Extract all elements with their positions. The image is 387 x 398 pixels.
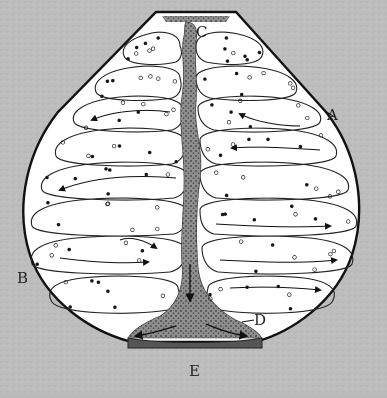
particle: [69, 306, 72, 309]
label-a: A: [327, 106, 338, 124]
particle: [107, 193, 110, 196]
label-e: E: [189, 362, 200, 380]
particle: [253, 218, 256, 221]
particle: [106, 80, 109, 83]
particle: [299, 145, 302, 148]
particle: [267, 138, 270, 141]
particle: [74, 177, 77, 180]
particle: [144, 42, 147, 45]
particle: [255, 270, 258, 273]
particle: [226, 60, 229, 63]
particle: [118, 119, 121, 122]
particle: [230, 111, 233, 114]
particle: [225, 37, 228, 40]
particle: [137, 111, 140, 114]
particle: [91, 280, 94, 283]
particle: [47, 201, 50, 204]
particle: [246, 58, 249, 61]
particle: [244, 55, 247, 58]
particle: [209, 293, 212, 296]
particle: [91, 155, 94, 158]
particle: [240, 93, 243, 96]
label-b: B: [17, 269, 28, 287]
particle: [145, 173, 148, 176]
particle: [235, 72, 238, 75]
particle: [105, 168, 108, 171]
particle: [290, 205, 293, 208]
particle: [101, 95, 104, 98]
particle: [204, 78, 207, 81]
particle: [224, 48, 227, 51]
particle: [246, 286, 249, 289]
label-d: D: [254, 311, 266, 329]
particle: [277, 285, 280, 288]
particle: [249, 125, 252, 128]
particle: [141, 249, 144, 252]
particle: [36, 263, 39, 266]
particle: [127, 58, 130, 61]
particle: [271, 244, 274, 247]
particle: [118, 145, 121, 148]
particle: [135, 46, 138, 49]
particle: [57, 223, 60, 226]
particle: [225, 194, 228, 197]
particle: [258, 51, 261, 54]
particle: [175, 160, 178, 163]
label-c: C: [196, 23, 207, 41]
particle: [68, 248, 71, 251]
particle: [97, 281, 100, 284]
particle: [305, 183, 308, 186]
particle: [107, 290, 110, 293]
particle: [114, 306, 117, 309]
particle: [248, 138, 251, 141]
particle: [219, 154, 222, 157]
particle: [314, 218, 317, 221]
particle: [224, 213, 227, 216]
particle: [157, 37, 160, 40]
particle: [111, 79, 114, 82]
particle: [46, 176, 49, 179]
particle: [211, 104, 214, 107]
particle: [289, 307, 292, 310]
particle: [108, 169, 111, 172]
particle: [148, 151, 151, 154]
top-stipple-band: [162, 16, 230, 22]
